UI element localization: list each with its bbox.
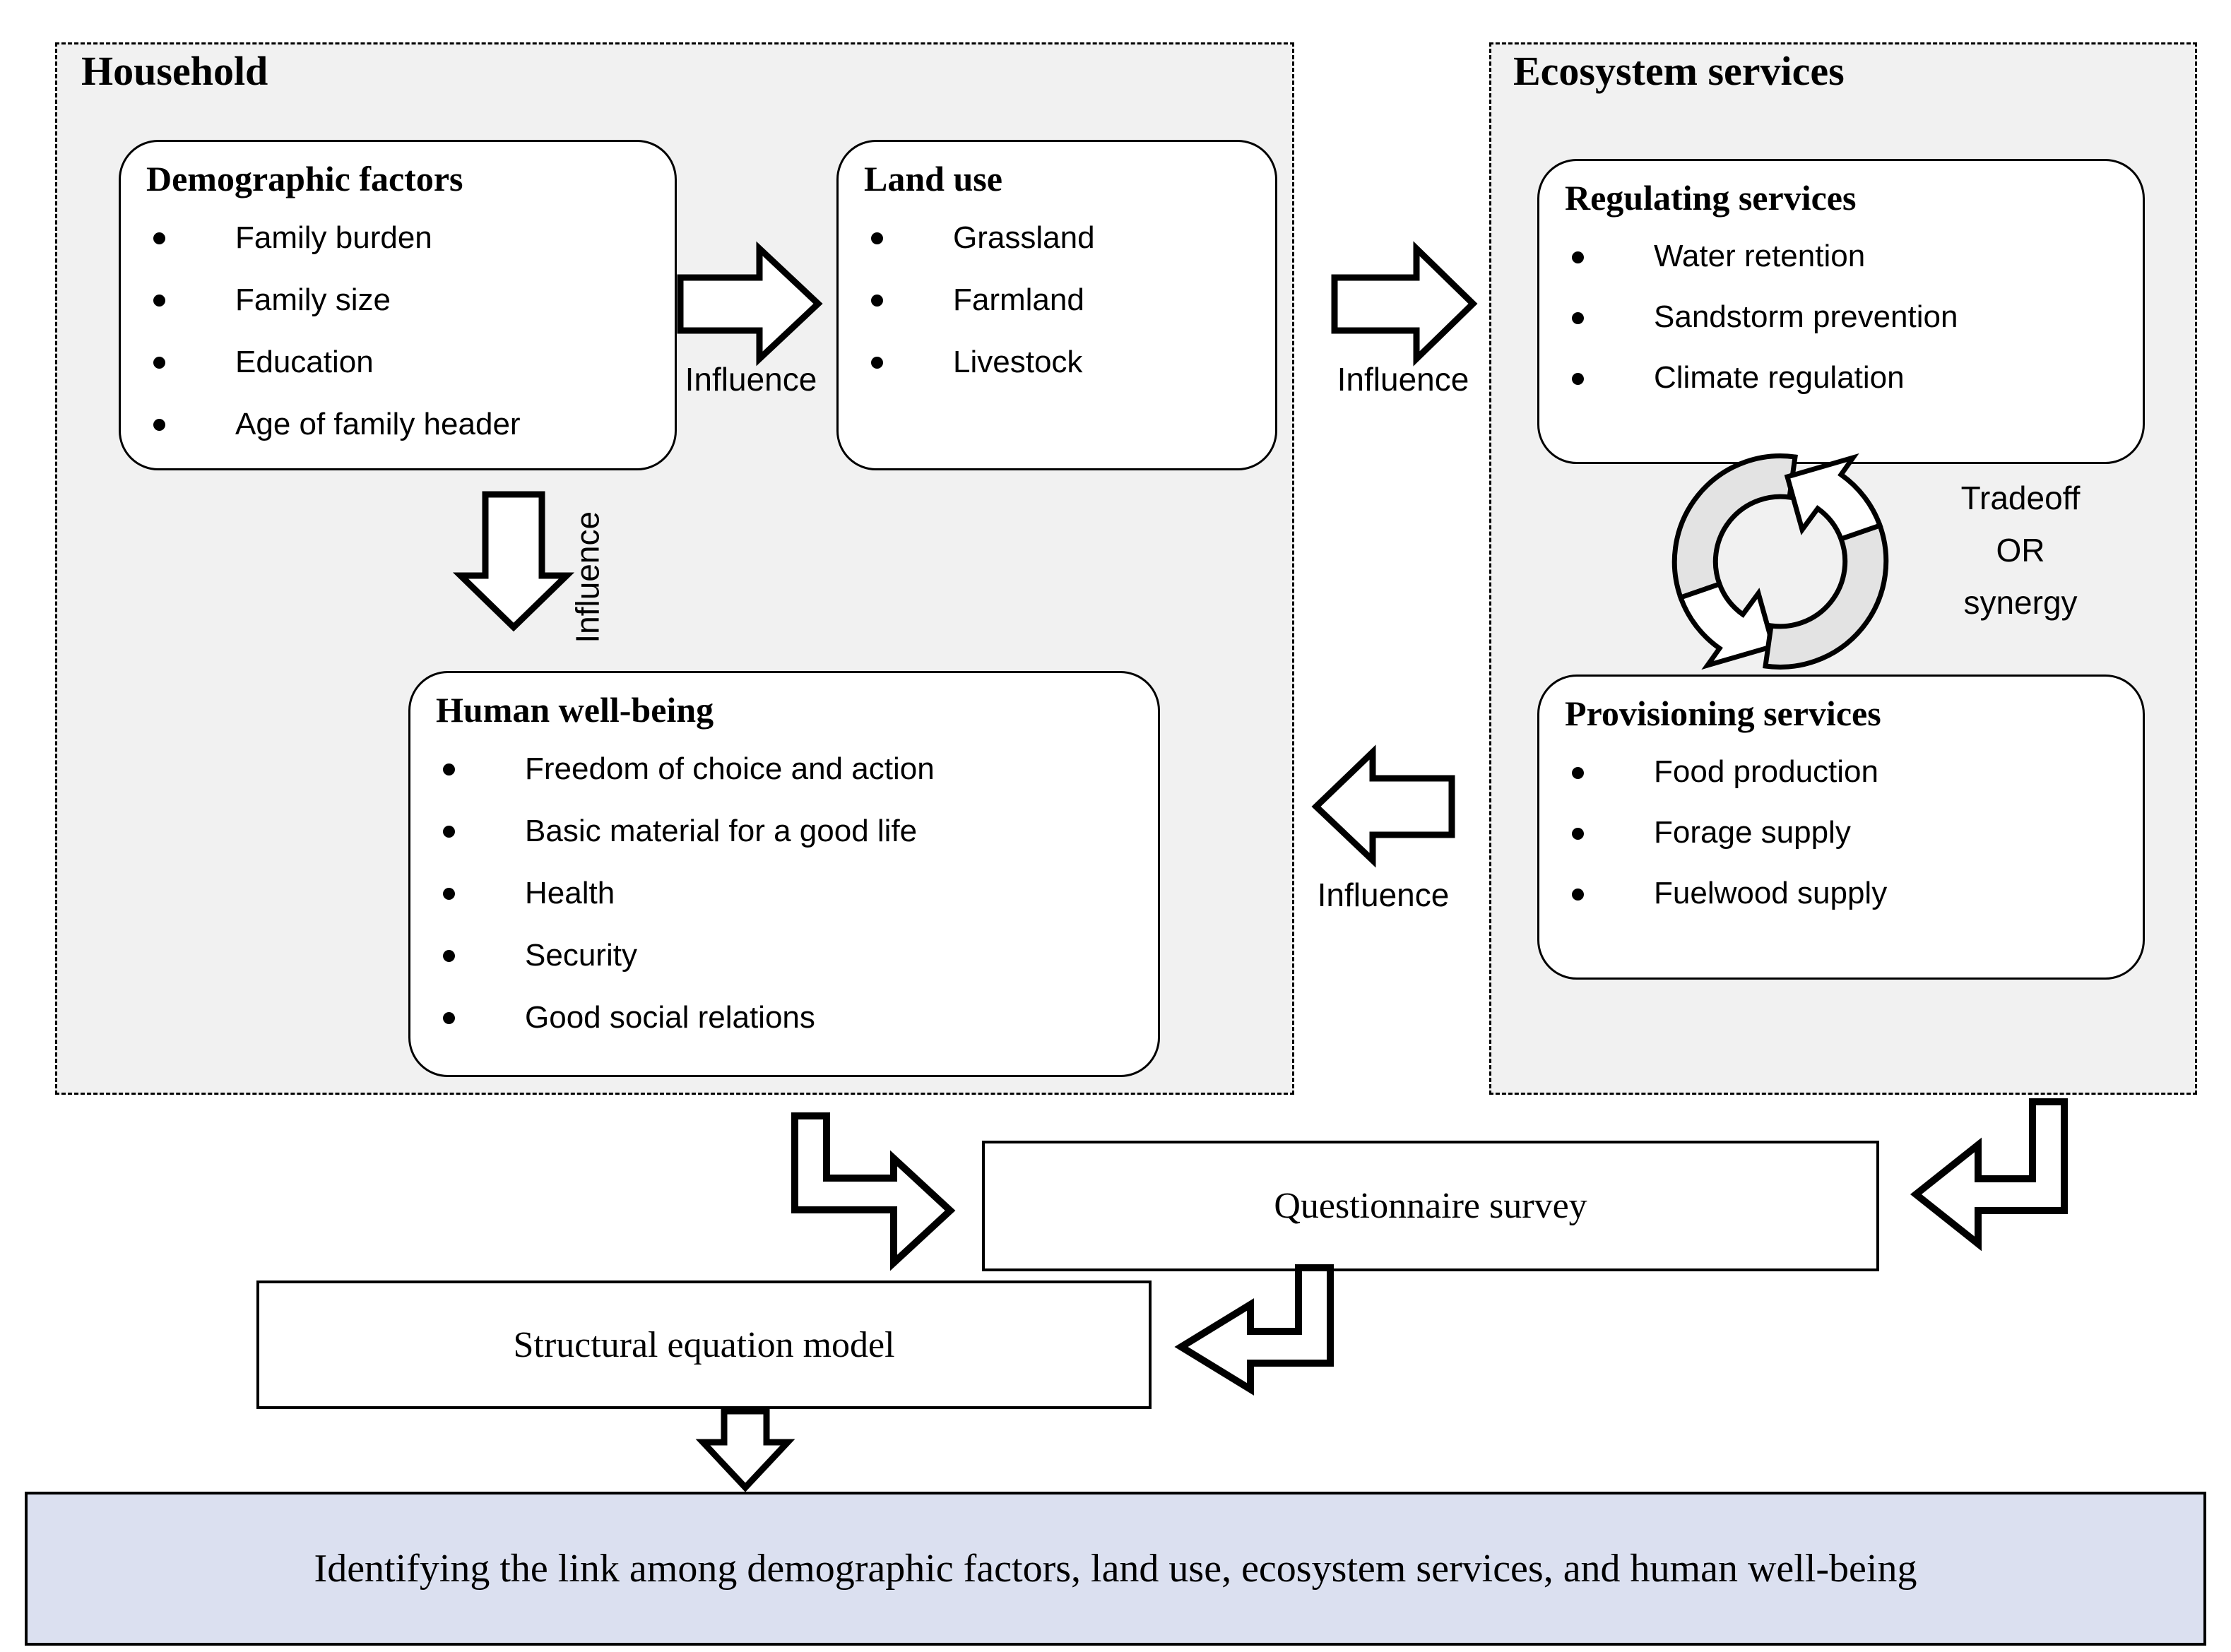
bullet-icon <box>153 294 165 307</box>
influence-label-landuse: Influence <box>685 361 817 398</box>
bullet-icon <box>443 1011 455 1024</box>
ecosystem-title: Ecosystem services <box>1513 48 1845 94</box>
influence-label-provisioning: Influence <box>1317 876 1450 913</box>
demographic-factors-heading: Demographic factors <box>146 159 463 198</box>
provisioning-services-box: Provisioning services Food production Fo… <box>1537 675 2145 980</box>
list-item-label: Water retention <box>1654 238 1866 273</box>
bullet-icon <box>443 763 455 776</box>
list-item-label: Livestock <box>953 344 1083 379</box>
human-wellbeing-list: Freedom of choice and action Basic mater… <box>436 738 1137 1049</box>
land-use-box: Land use Grassland Farmland Livestock <box>836 140 1277 470</box>
tradeoff-line: Tradeoff <box>1960 480 2081 516</box>
list-item: Security <box>436 925 1137 987</box>
list-item-label: Climate regulation <box>1654 359 1905 395</box>
list-item: Family burden <box>146 207 653 269</box>
list-item: Family size <box>146 269 653 331</box>
list-item: Basic material for a good life <box>436 800 1137 862</box>
list-item: Health <box>436 862 1137 925</box>
list-item: Freedom of choice and action <box>436 738 1137 800</box>
bullet-icon <box>153 418 165 431</box>
bullet-icon <box>1572 766 1584 779</box>
list-item: Education <box>146 331 653 393</box>
household-title: Household <box>81 48 268 94</box>
human-wellbeing-heading: Human well-being <box>436 690 714 730</box>
structural-equation-model-box: Structural equation model <box>256 1280 1152 1409</box>
list-item-label: Forage supply <box>1654 814 1851 850</box>
bullet-icon <box>153 356 165 369</box>
tradeoff-line: OR <box>1996 532 2045 569</box>
bullet-icon <box>443 949 455 962</box>
influence-arrow-right-icon <box>1331 241 1478 367</box>
list-item-label: Security <box>525 937 637 973</box>
list-item-label: Fuelwood supply <box>1654 875 1888 910</box>
bullet-icon <box>1572 827 1584 840</box>
influence-label-ecosystem: Influence <box>1337 361 1469 398</box>
land-use-list: Grassland Farmland Livestock <box>864 207 1254 393</box>
land-use-heading: Land use <box>864 159 1002 198</box>
list-item: Sandstorm prevention <box>1565 287 2121 347</box>
list-item-label: Good social relations <box>525 999 815 1035</box>
elbow-arrow-ecosystem-to-survey-icon <box>1910 1098 2068 1252</box>
regulating-services-heading: Regulating services <box>1565 178 1857 218</box>
tradeoff-synergy-label: Tradeoff OR synergy <box>1904 472 2137 629</box>
elbow-arrow-survey-to-model-icon <box>1174 1264 1334 1396</box>
bullet-icon <box>443 887 455 900</box>
structural-equation-model-label: Structural equation model <box>513 1324 895 1365</box>
list-item-label: Education <box>235 344 374 379</box>
list-item: Forage supply <box>1565 802 2121 863</box>
bullet-icon <box>871 294 883 307</box>
bullet-icon <box>153 232 165 244</box>
influence-arrow-left-icon <box>1311 744 1455 868</box>
human-wellbeing-box: Human well-being Freedom of choice and a… <box>408 671 1160 1077</box>
list-item: Livestock <box>864 331 1254 393</box>
list-item: Water retention <box>1565 226 2121 287</box>
arrow-down-model-to-result-icon <box>695 1408 795 1492</box>
list-item-label: Grassland <box>953 220 1095 255</box>
questionnaire-survey-label: Questionnaire survey <box>1274 1186 1587 1226</box>
demographic-factors-box: Demographic factors Family burden Family… <box>119 140 677 470</box>
list-item-label: Sandstorm prevention <box>1654 299 1958 334</box>
list-item-label: Freedom of choice and action <box>525 751 935 786</box>
list-item-label: Farmland <box>953 282 1084 317</box>
questionnaire-survey-box: Questionnaire survey <box>982 1141 1879 1271</box>
bullet-icon <box>1572 888 1584 901</box>
list-item-label: Food production <box>1654 754 1878 789</box>
bullet-icon <box>871 356 883 369</box>
list-item: Climate regulation <box>1565 347 2121 408</box>
list-item: Fuelwood supply <box>1565 863 2121 924</box>
list-item-label: Basic material for a good life <box>525 813 918 848</box>
list-item: Good social relations <box>436 987 1137 1049</box>
provisioning-services-list: Food production Forage supply Fuelwood s… <box>1565 742 2121 924</box>
bullet-icon <box>443 825 455 838</box>
bullet-icon <box>871 232 883 244</box>
list-item-label: Family burden <box>235 220 432 255</box>
result-banner: Identifying the link among demographic f… <box>25 1492 2206 1646</box>
influence-label-wellbeing: Influence <box>569 511 606 643</box>
regulating-services-list: Water retention Sandstorm prevention Cli… <box>1565 226 2121 408</box>
list-item: Food production <box>1565 742 2121 802</box>
list-item-label: Age of family header <box>235 406 521 441</box>
result-banner-label: Identifying the link among demographic f… <box>314 1547 1917 1591</box>
bullet-icon <box>1572 372 1584 385</box>
bullet-icon <box>1572 311 1584 324</box>
provisioning-services-heading: Provisioning services <box>1565 694 1881 733</box>
bullet-icon <box>1572 251 1584 263</box>
list-item: Grassland <box>864 207 1254 269</box>
tradeoff-line: synergy <box>1963 584 2078 621</box>
list-item: Farmland <box>864 269 1254 331</box>
regulating-services-box: Regulating services Water retention Sand… <box>1537 159 2145 464</box>
demographic-factors-list: Family burden Family size Education Age … <box>146 207 653 456</box>
elbow-arrow-household-to-survey-icon <box>791 1112 956 1271</box>
list-item: Age of family header <box>146 393 653 456</box>
list-item-label: Health <box>525 875 615 910</box>
list-item-label: Family size <box>235 282 391 317</box>
